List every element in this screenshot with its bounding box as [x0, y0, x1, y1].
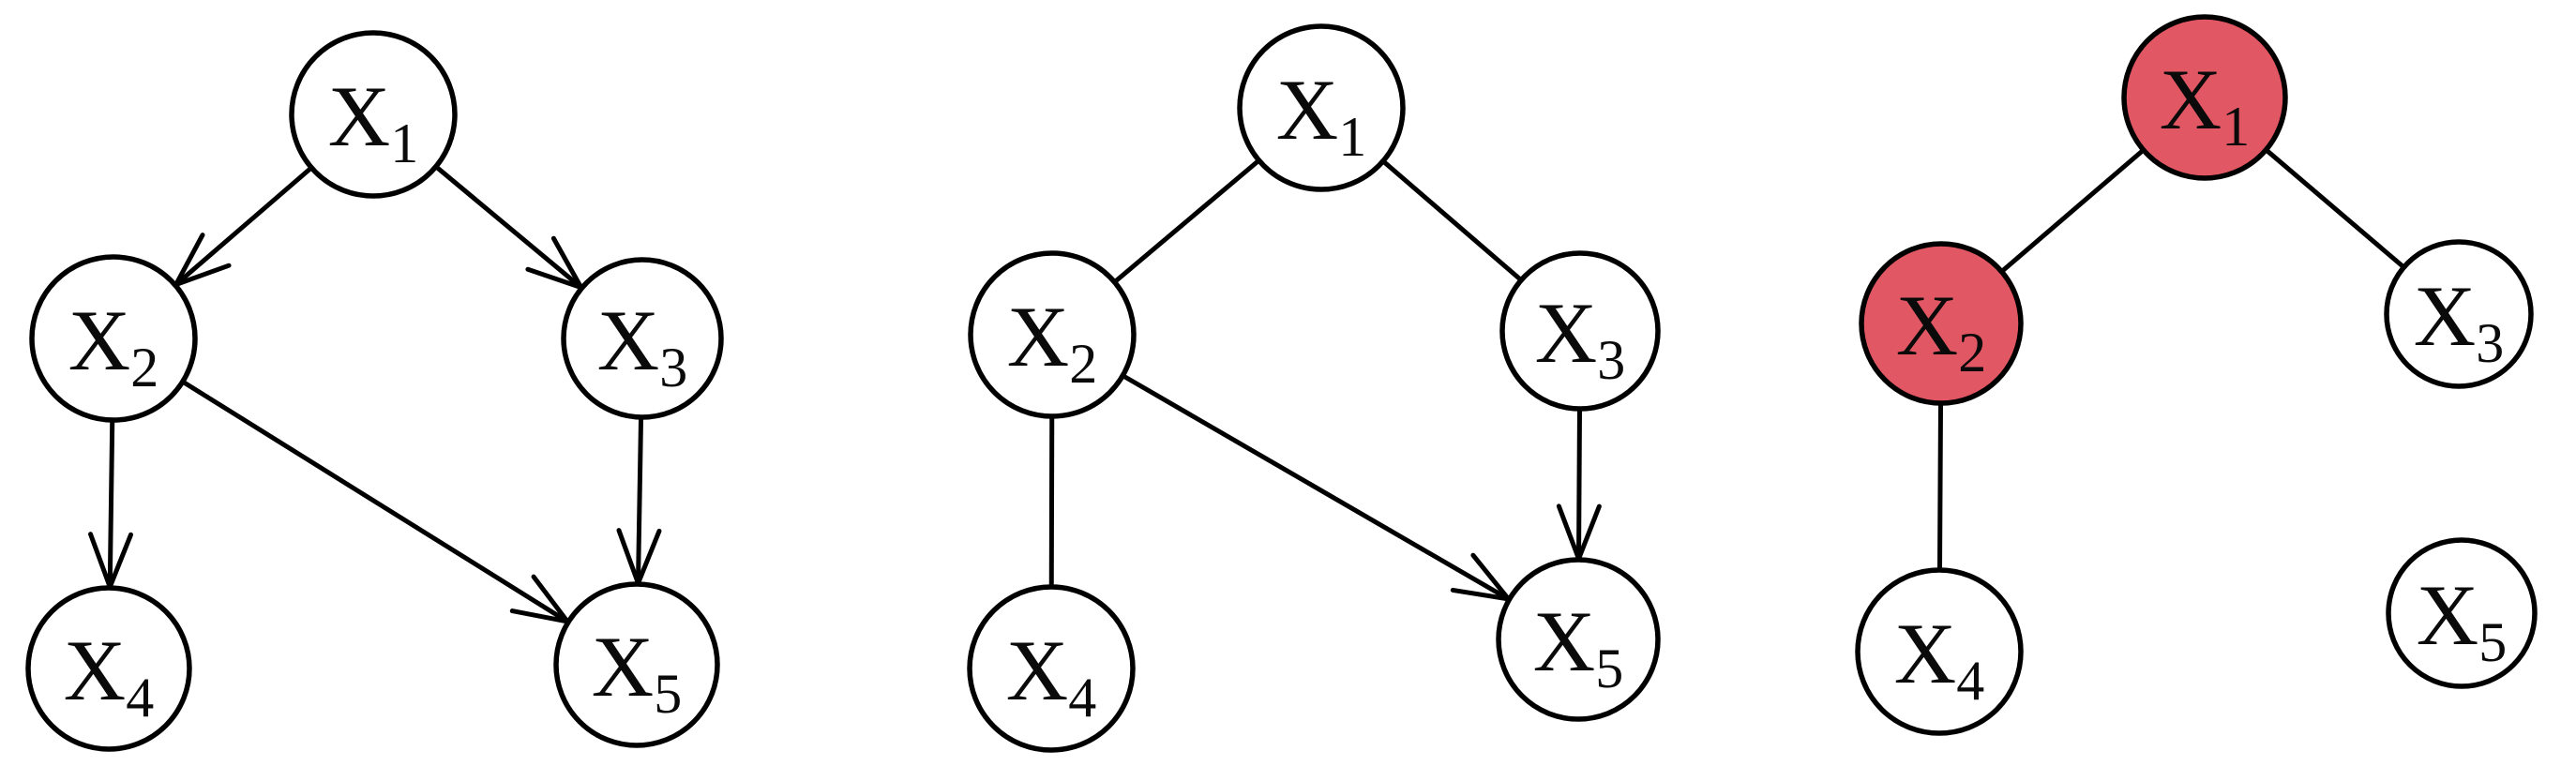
edge-shaft — [1048, 414, 1055, 589]
node-X5: X5 — [553, 581, 720, 748]
edge-X2-X5-directed — [181, 380, 570, 624]
edge-shaft — [173, 165, 313, 288]
node-X5: X5 — [2386, 537, 2538, 689]
node-X3-circle — [1499, 250, 1661, 412]
arrowhead-barb — [1470, 552, 1512, 602]
edge-shaft — [1381, 158, 1523, 282]
node-X5-circle — [1496, 557, 1661, 722]
node-X1-circle — [289, 30, 458, 199]
arrowhead-barb — [173, 263, 232, 288]
edge-X1-X3-directed — [434, 164, 584, 291]
node-X4-circle — [967, 584, 1136, 753]
node-X4-circle — [25, 585, 192, 752]
edge-shaft — [1112, 158, 1261, 284]
node-X5-label: X5 — [592, 619, 682, 725]
arrowhead-barb — [107, 532, 134, 590]
edge-shaft — [1121, 373, 1512, 602]
edge-shaft — [1576, 407, 1582, 562]
node-X2-circle — [1859, 241, 2024, 406]
edge-shaft — [434, 164, 584, 291]
node-X3-label: X3 — [597, 293, 687, 398]
node-X1: X1 — [1237, 23, 1406, 192]
node-X5-label: X5 — [1533, 593, 1623, 699]
node-X1-label: X1 — [1276, 62, 1366, 168]
edge-X2-X4 — [1937, 401, 1944, 572]
node-X1: X1 — [289, 30, 458, 199]
arrowhead-barb — [173, 233, 205, 288]
node-X5-label: X5 — [2417, 567, 2507, 673]
arrowhead-barb — [550, 235, 584, 291]
edge-shaft — [635, 415, 644, 586]
edge-shaft — [1937, 401, 1944, 572]
node-X3: X3 — [1499, 250, 1661, 412]
node-X3-circle — [2384, 239, 2534, 389]
node-X1-label: X1 — [2160, 52, 2250, 158]
edge-X1-X3 — [2264, 147, 2406, 269]
node-X2-label: X2 — [1007, 289, 1097, 395]
edge-X1-X2-directed — [173, 165, 313, 288]
node-X4-circle — [1855, 567, 2024, 736]
arrowhead-barb — [616, 528, 640, 586]
node-X3: X3 — [2384, 239, 2534, 389]
node-X2: X2 — [29, 254, 198, 423]
arrowhead-barb — [509, 608, 570, 624]
edge-X3-X5-directed — [616, 415, 662, 586]
node-X2-label: X2 — [68, 293, 158, 398]
arrowhead-barb — [635, 528, 662, 586]
edge-X2-X4 — [1048, 414, 1055, 589]
node-X4-label: X4 — [1894, 606, 1984, 712]
node-X4: X4 — [967, 584, 1136, 753]
edge-X1-X3 — [1381, 158, 1523, 282]
node-X3-label: X3 — [1535, 285, 1625, 391]
node-X5-circle — [553, 581, 720, 748]
edge-X2-X4-directed — [88, 418, 134, 590]
node-X4-label: X4 — [64, 623, 154, 728]
arrowhead-barb — [525, 266, 584, 291]
node-X3-circle — [561, 257, 724, 420]
node-X2: X2 — [968, 250, 1137, 419]
arrowhead-barb — [531, 574, 570, 624]
node-X1: X1 — [2121, 14, 2288, 181]
arrowhead-barb — [1556, 503, 1582, 562]
node-X2-circle — [968, 250, 1137, 419]
node-X5-circle — [2386, 537, 2538, 689]
node-X4: X4 — [25, 585, 192, 752]
edge-X2-X5-directed — [1121, 373, 1512, 602]
arrowhead-barb — [88, 532, 113, 590]
node-X2-label: X2 — [1896, 278, 1986, 383]
node-X1-circle — [1237, 23, 1406, 192]
edge-shaft — [1999, 148, 2146, 274]
edge-shaft — [107, 418, 115, 590]
node-X3: X3 — [561, 257, 724, 420]
node-X2: X2 — [1859, 241, 2024, 406]
node-X5: X5 — [1496, 557, 1661, 722]
node-X3-label: X3 — [2414, 268, 2504, 374]
node-X4-label: X4 — [1006, 623, 1096, 728]
edge-X3-X5-directed — [1556, 407, 1602, 562]
edge-X1-X2 — [1999, 148, 2146, 274]
arrowhead-barb — [1576, 503, 1602, 562]
node-X2-circle — [29, 254, 198, 423]
edge-shaft — [181, 380, 570, 624]
edge-shaft — [2264, 147, 2406, 269]
node-X1-label: X1 — [328, 68, 418, 174]
edge-X1-X2 — [1112, 158, 1261, 284]
arrowhead-barb — [1450, 587, 1512, 602]
node-X4: X4 — [1855, 567, 2024, 736]
node-X1-circle — [2121, 14, 2288, 181]
